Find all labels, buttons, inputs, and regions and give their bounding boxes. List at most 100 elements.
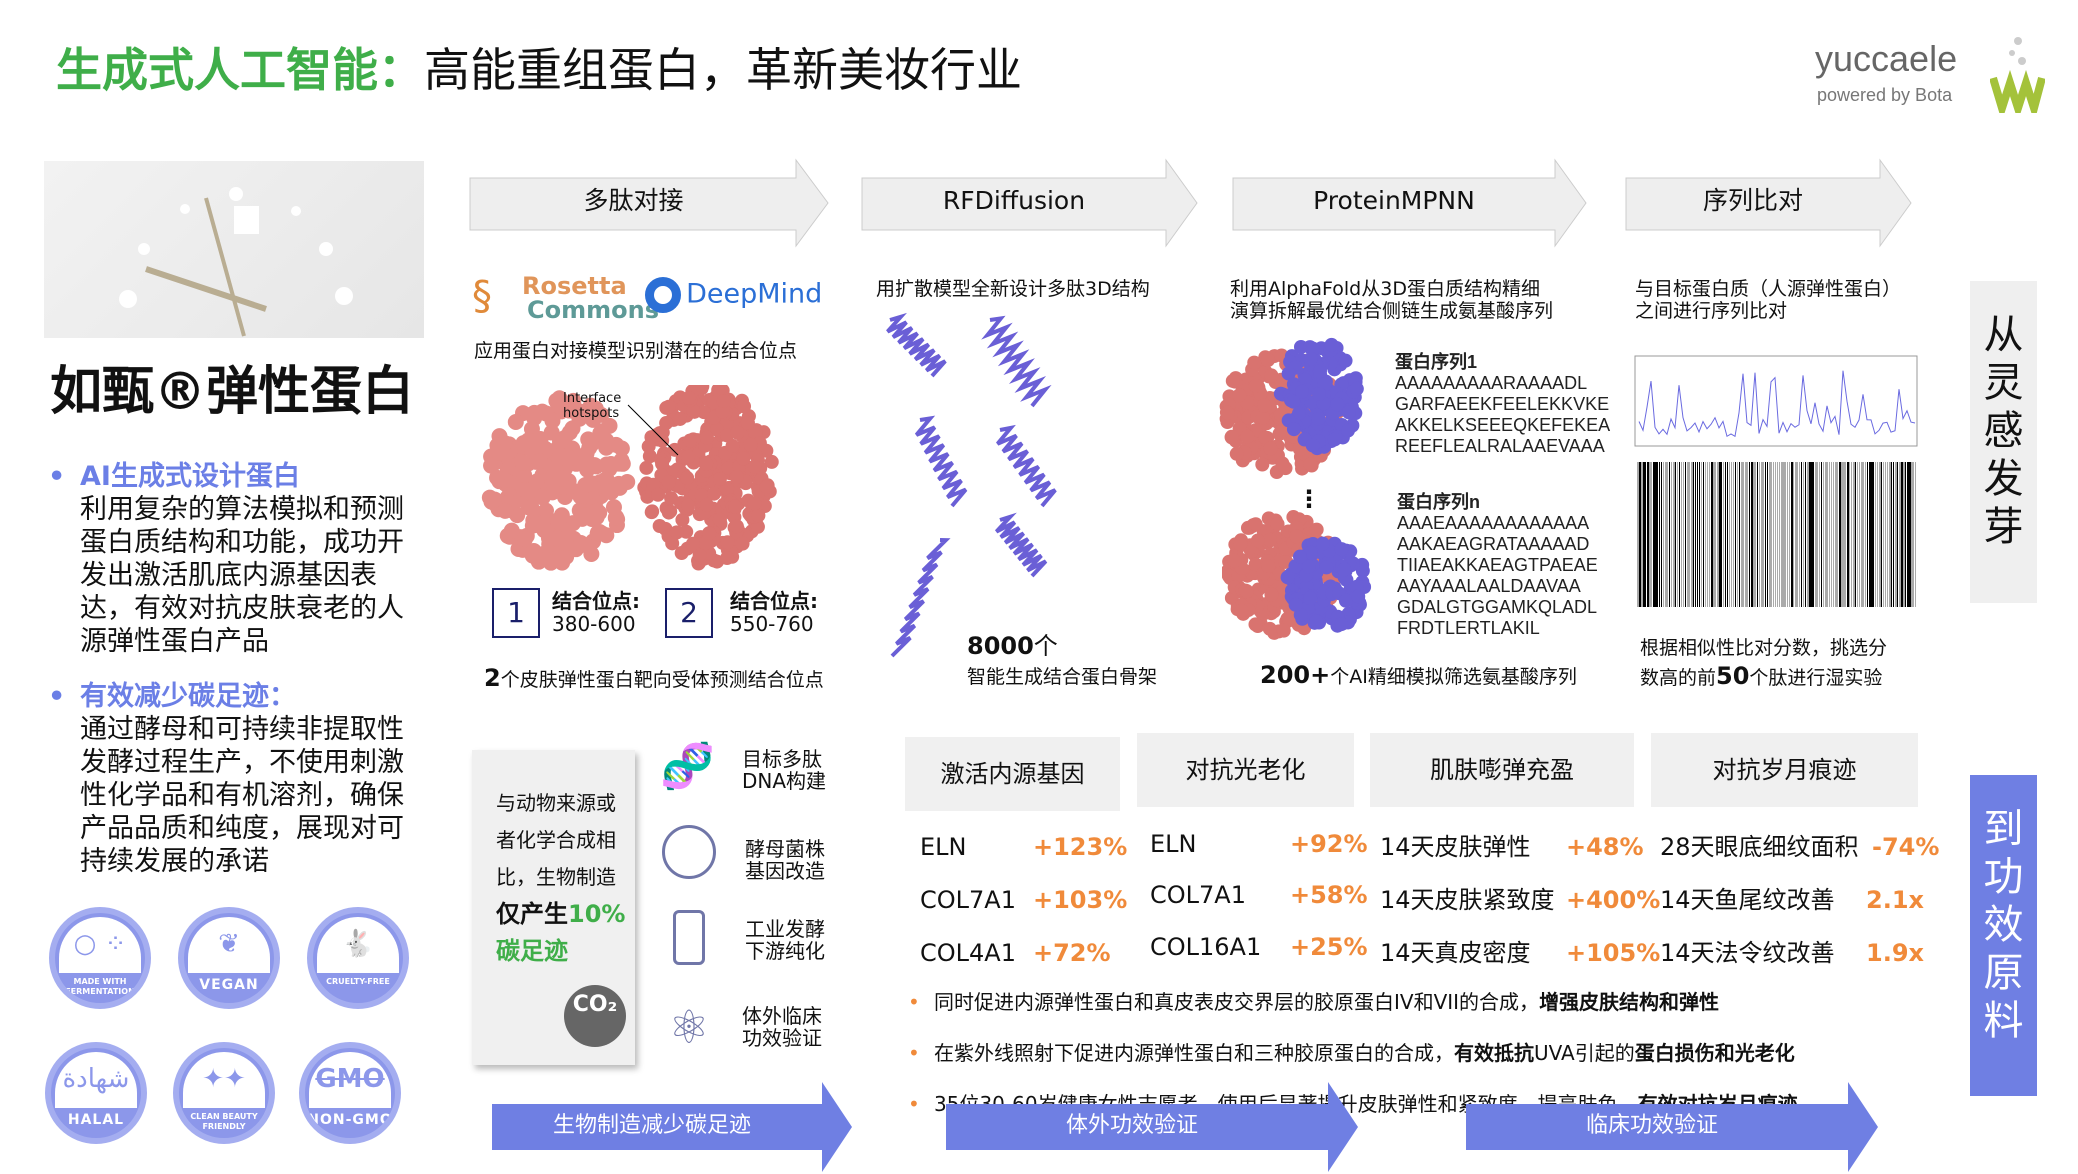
footer-number: 200+ [1260,661,1331,689]
dna-icon: 🧬 [660,741,715,792]
alignment-column [1659,462,1660,607]
process-text: 工业发酵 [745,917,825,941]
atom-sphere [542,554,559,571]
effect-item: ELN [1150,830,1197,858]
atom-sphere [601,483,618,500]
atom-sphere [572,403,589,420]
atom-sphere [585,411,602,428]
atom-sphere [552,470,569,487]
alignment-column [1821,462,1822,607]
atom-sphere [553,507,570,524]
atom-sphere [1225,373,1240,388]
title-highlight: 生成式人工智能： [56,43,424,97]
alignment-column [1759,462,1760,607]
atom-sphere [751,508,766,523]
caption-line: 演算拆解最优结合侧链生成氨基酸序列 [1230,300,1554,322]
atom-sphere [1311,386,1326,401]
atom-sphere [641,439,656,454]
step-docking: 多肽对接 [466,158,831,248]
effect-item: COL7A1 [920,886,1016,914]
step-alignment: 序列比对 [1622,158,1914,248]
arrow-label: 体外功效验证 [1065,1113,1198,1138]
alignment-column [1729,462,1730,607]
alignment-column [1863,462,1864,607]
effect-value: +25% [1290,933,1368,961]
alignment-column [1893,462,1894,607]
side-char: 原 [1983,950,2024,996]
alignment-column [1915,462,1916,607]
product-name: 如甄®弹性蛋白 [50,362,415,422]
side-char: 感 [1983,408,2024,454]
backbone-count: 8000个 [967,632,1058,660]
alignment-column [1877,462,1878,607]
footer-text: 个肽进行湿实验 [1749,667,1883,689]
atom-sphere [1315,536,1330,551]
alignment-column [1833,462,1834,607]
alignment-column [1875,462,1876,607]
atom-sphere [1261,559,1276,574]
atom-sphere [1351,589,1366,604]
alignment-column [1639,462,1642,607]
arrow-shape [1466,1082,1878,1172]
co2-down-icon: CO₂ [564,985,626,1047]
effect-item: 14天皮肤弹性 [1380,833,1531,861]
atom-sphere [1233,537,1248,552]
atom-sphere [548,392,565,409]
atom-sphere [675,512,690,527]
site-number-box: 1 [492,588,540,638]
alignment-column [1701,462,1702,607]
alignment-column [1839,462,1842,607]
alignment-column [1655,462,1658,607]
alignment-column [1691,462,1694,607]
caption-line: 之间进行序列比对 [1635,300,1788,322]
atom-sphere [1303,545,1318,560]
alignment-column [1885,462,1886,607]
atom-sphere [1255,457,1270,472]
effect-header-aging: 对抗岁月痕迹 [1651,733,1918,807]
arrow-clinical: 临床功效验证 [1466,1082,1878,1172]
atom-sphere [681,498,696,513]
alignment-column [1743,462,1744,607]
alignment-column [1847,462,1850,607]
atom-sphere [520,432,537,449]
atom-sphere [729,469,744,484]
alignment-column [1887,462,1888,607]
atom-icon: ⚛ [668,1000,710,1054]
process-text: 酵母菌株 [745,837,825,861]
alignment-column [1711,462,1714,607]
atom-sphere [577,507,594,524]
atom-sphere [661,505,676,520]
alignment-column [1733,462,1734,607]
sequence-title: 蛋白序列1 [1395,352,1478,372]
alignment-column [1703,462,1704,607]
note-2: 在紫外线照射下促进内源弹性蛋白和三种胶原蛋白的合成，有效抵抗UVA引起的蛋白损伤… [908,1041,2078,1065]
page-title: 生成式人工智能：高能重组蛋白，革新美妆行业 [56,40,1022,100]
atom-sphere [681,449,696,464]
alignment-column [1853,462,1856,607]
alignment-column [1815,462,1818,607]
atom-sphere [748,425,763,440]
alignment-column [1677,462,1678,607]
badge-label: HALAL [67,1112,125,1128]
atom-sphere [1247,355,1262,370]
atom-sphere [1239,584,1254,599]
atom-sphere [548,530,565,547]
carbon-text: 与动物来源或 [496,791,616,815]
atom-sphere [1319,560,1334,575]
alignment-column [1873,462,1874,607]
process-text: DNA构建 [742,769,827,793]
atom-sphere [1248,378,1263,393]
alignment-column [1803,462,1804,607]
atom-sphere [516,530,533,547]
process-yeast: 酵母菌株基因改造 [745,838,825,882]
badge-label: NON-GMO [307,1112,393,1128]
alignment-column [1697,462,1698,607]
effect-value: +400% [1566,886,1661,914]
alignment-column [1905,462,1906,607]
sprout-logo-icon [1990,37,2045,113]
site-range: 380-600 [552,612,636,636]
atom-sphere [524,547,541,564]
atom-sphere [552,433,569,450]
alignment-column [1883,462,1884,607]
